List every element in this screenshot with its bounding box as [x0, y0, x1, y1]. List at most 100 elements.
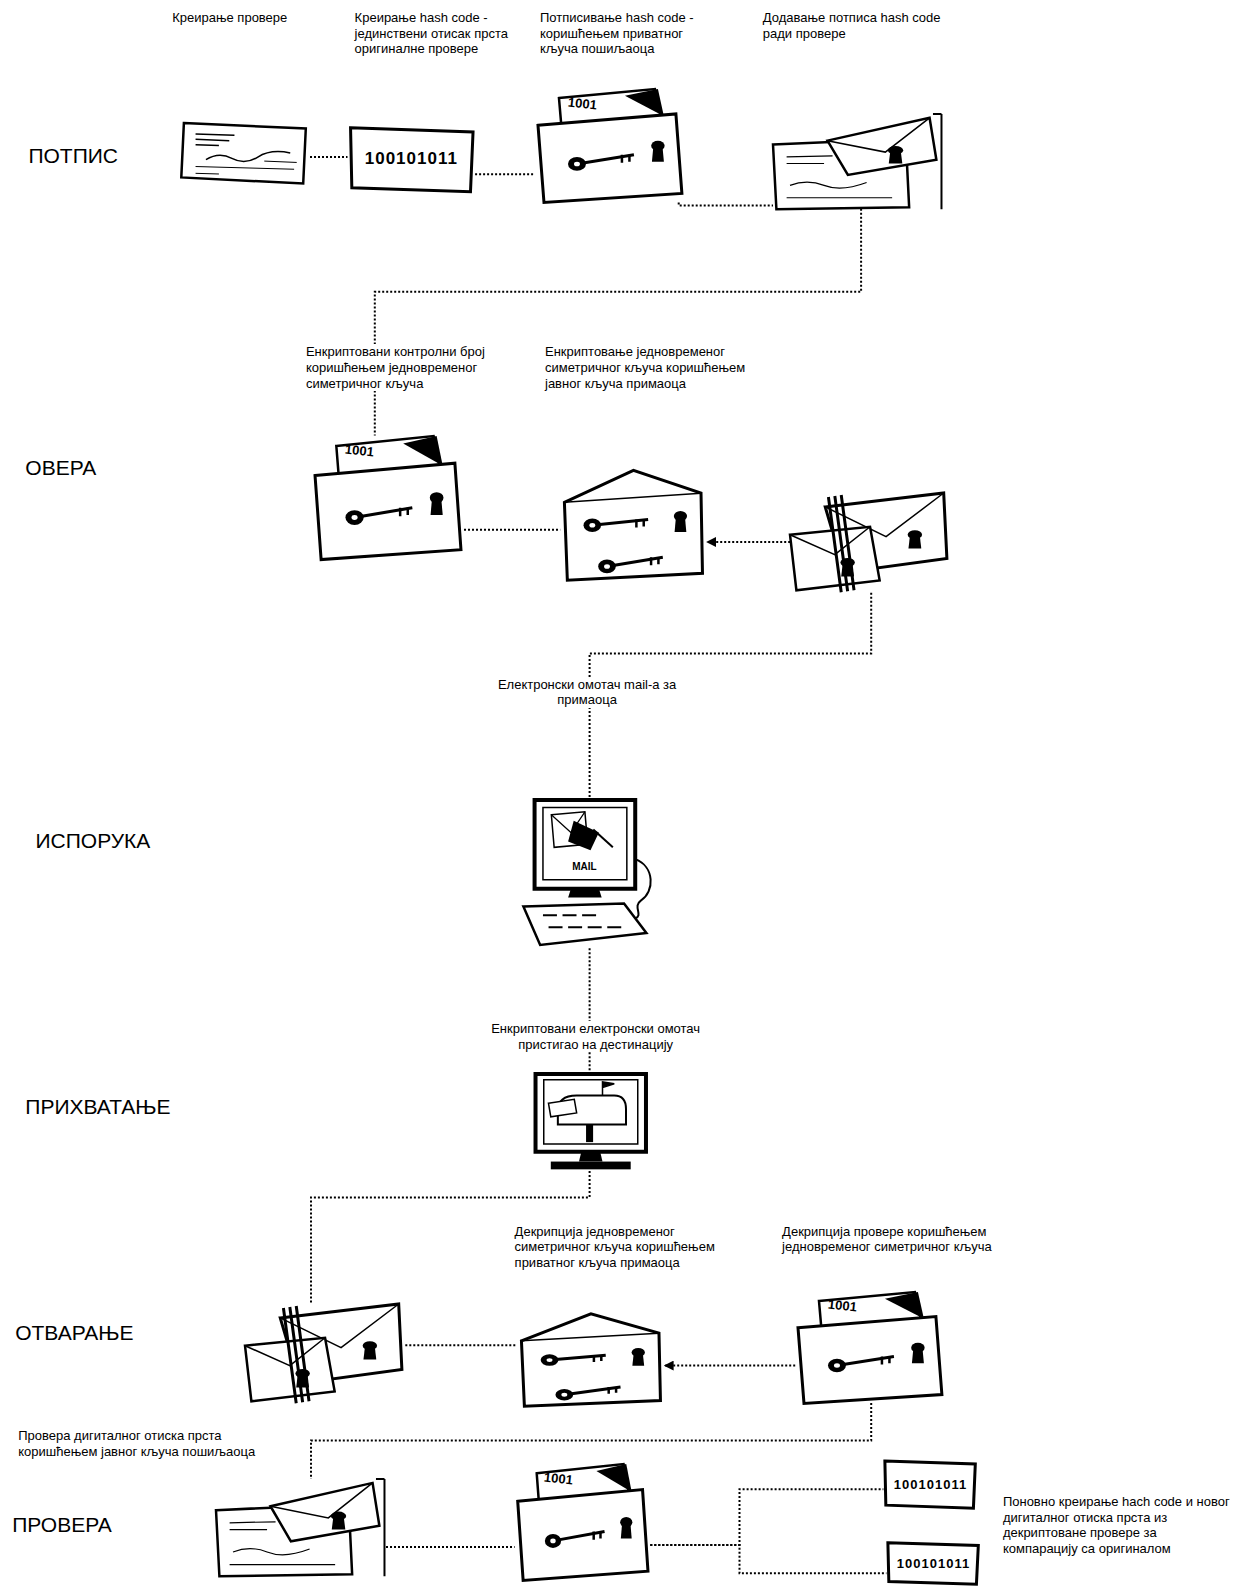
icon-part — [568, 821, 599, 851]
icon-part — [885, 1292, 924, 1319]
step-caption: Провера дигиталног отиска прста коришћењ… — [18, 1428, 290, 1459]
check-envelope: Провера дигиталног отиска прста коришћењ… — [216, 1479, 386, 1576]
icon-part — [350, 127, 472, 191]
icon-part — [245, 1338, 325, 1366]
icon-part — [827, 117, 936, 174]
dotted-connector — [310, 156, 348, 158]
icon-part — [543, 808, 627, 880]
step-caption: Креирање hash code - јединствени отисак … — [355, 10, 533, 57]
hash-box: 100101011 — [883, 1459, 977, 1510]
caption-box: Потписивање hash code - коришћењем прива… — [540, 10, 714, 57]
mail-computer-drawing — [515, 800, 655, 948]
note-box: Поновно креирање hach code и новог дигит… — [1003, 1494, 1234, 1556]
icon-part — [882, 1356, 889, 1364]
step-caption: Креирање провере — [172, 10, 314, 26]
hash-code: 100101011 — [897, 1556, 970, 1571]
binary-code: 1001 — [544, 1471, 574, 1487]
key-envelope: Декрипција једновременог симетричног кљу… — [517, 1312, 665, 1408]
icon-part — [565, 493, 702, 502]
icon-part — [400, 507, 408, 516]
icon-part — [798, 1316, 942, 1403]
step-caption: Декрипција провере коришћењем једновреме… — [782, 1224, 1021, 1255]
icon-part — [568, 157, 586, 171]
stage-box: ПРОВЕРА — [12, 1513, 112, 1537]
stage-box: ИСПОРУКА — [36, 829, 151, 853]
dotted-connector — [679, 203, 773, 206]
sealed-envelope-drawing — [790, 493, 950, 592]
step-caption: Декрипција једновременог симетричног кљу… — [515, 1224, 746, 1271]
icon-part — [364, 1346, 377, 1360]
caption-box: Енкриптовани контролни број коришћењем ј… — [306, 344, 521, 391]
step-caption: Електронски омотач mail-а за примаоца — [478, 677, 696, 708]
stage-label: ПРИХВАТАЊЕ — [25, 1095, 170, 1119]
icon-part — [548, 1099, 576, 1117]
key-envelope-drawing — [517, 1312, 665, 1408]
binary-code: 1001 — [567, 96, 597, 112]
dotted-connector — [650, 1545, 886, 1573]
stage-label: ОТВАРАЊЕ — [15, 1321, 133, 1345]
icon-part — [182, 123, 307, 183]
binary-code: 1001 — [828, 1298, 858, 1314]
signed-envelope: 1001 — [515, 1464, 651, 1581]
icon-part — [546, 1358, 552, 1362]
icon-part — [517, 1490, 647, 1581]
icon-part — [912, 1347, 924, 1363]
sealed-envelope — [790, 493, 950, 592]
mailbox-screen-drawing — [532, 1074, 650, 1171]
icon-part — [561, 1393, 567, 1397]
icon-part — [196, 133, 235, 145]
icon-part — [551, 1161, 631, 1169]
icon-part — [909, 535, 922, 549]
icon-part — [834, 1363, 840, 1367]
check-envelope-drawing — [773, 114, 943, 209]
icon-part — [590, 523, 596, 528]
icon-part — [596, 1464, 631, 1492]
icon-part — [315, 463, 461, 559]
icon-part — [829, 495, 855, 592]
icon-part — [540, 1354, 558, 1366]
stage-box: ОВЕРА — [25, 456, 96, 480]
step-caption: Додавање потписа hash code ради провере — [763, 10, 966, 41]
icon-part — [270, 1483, 372, 1518]
sealed-envelope-drawing — [245, 1304, 405, 1403]
icon-part — [270, 1483, 379, 1541]
icon-part — [584, 518, 602, 532]
icon-part — [206, 151, 290, 161]
step-caption: Енкриптовани електронски омотач пристига… — [474, 1021, 717, 1052]
caption-box: Енкриптовани електронски омотач пристига… — [474, 1021, 717, 1052]
dotted-connector — [707, 541, 790, 543]
signed-envelope: Енкриптовани контролни број коришћењем ј… — [312, 436, 464, 560]
dotted-connector — [650, 1489, 883, 1545]
caption-box: Декрипција једновременог симетричног кљу… — [515, 1224, 746, 1271]
icon-part — [233, 1549, 310, 1555]
sealed-envelope — [245, 1304, 405, 1403]
dotted-connector — [386, 1546, 515, 1548]
caption-box: Енкриптовање једновременог симетричног к… — [545, 344, 776, 391]
icon-part — [565, 470, 703, 580]
dotted-connector — [475, 173, 535, 175]
icon-part — [620, 1522, 631, 1538]
hash-box: Креирање hash code - јединствени отисак … — [348, 125, 476, 194]
hash-code: 100101011 — [894, 1477, 967, 1492]
check-icon: Креирање провере — [180, 119, 310, 187]
stage-box: ОТВАРАЊЕ — [15, 1321, 133, 1345]
icon-part — [651, 557, 658, 565]
icon-part — [544, 1080, 638, 1144]
icon-part — [521, 1333, 659, 1341]
icon-part — [544, 1534, 560, 1548]
icon-part — [625, 89, 664, 116]
icon-part — [543, 916, 621, 928]
icon-part — [828, 1358, 846, 1371]
icon-part — [790, 527, 870, 555]
icon-part — [535, 1074, 645, 1152]
dotted-connector — [665, 1365, 796, 1367]
icon-part — [332, 1516, 346, 1530]
icon-part — [652, 146, 664, 162]
hash-code: 100101011 — [365, 149, 458, 169]
key-envelope-drawing — [560, 468, 707, 583]
screen-text: MAIL — [572, 861, 596, 872]
note-text: Поновно креирање hach code и новог дигит… — [1003, 1494, 1234, 1556]
mail-computer: Електронски омотач mail-а за примаоцаMAI… — [515, 800, 655, 948]
icon-part — [602, 1082, 614, 1096]
hash-box: 100101011 — [886, 1541, 980, 1586]
